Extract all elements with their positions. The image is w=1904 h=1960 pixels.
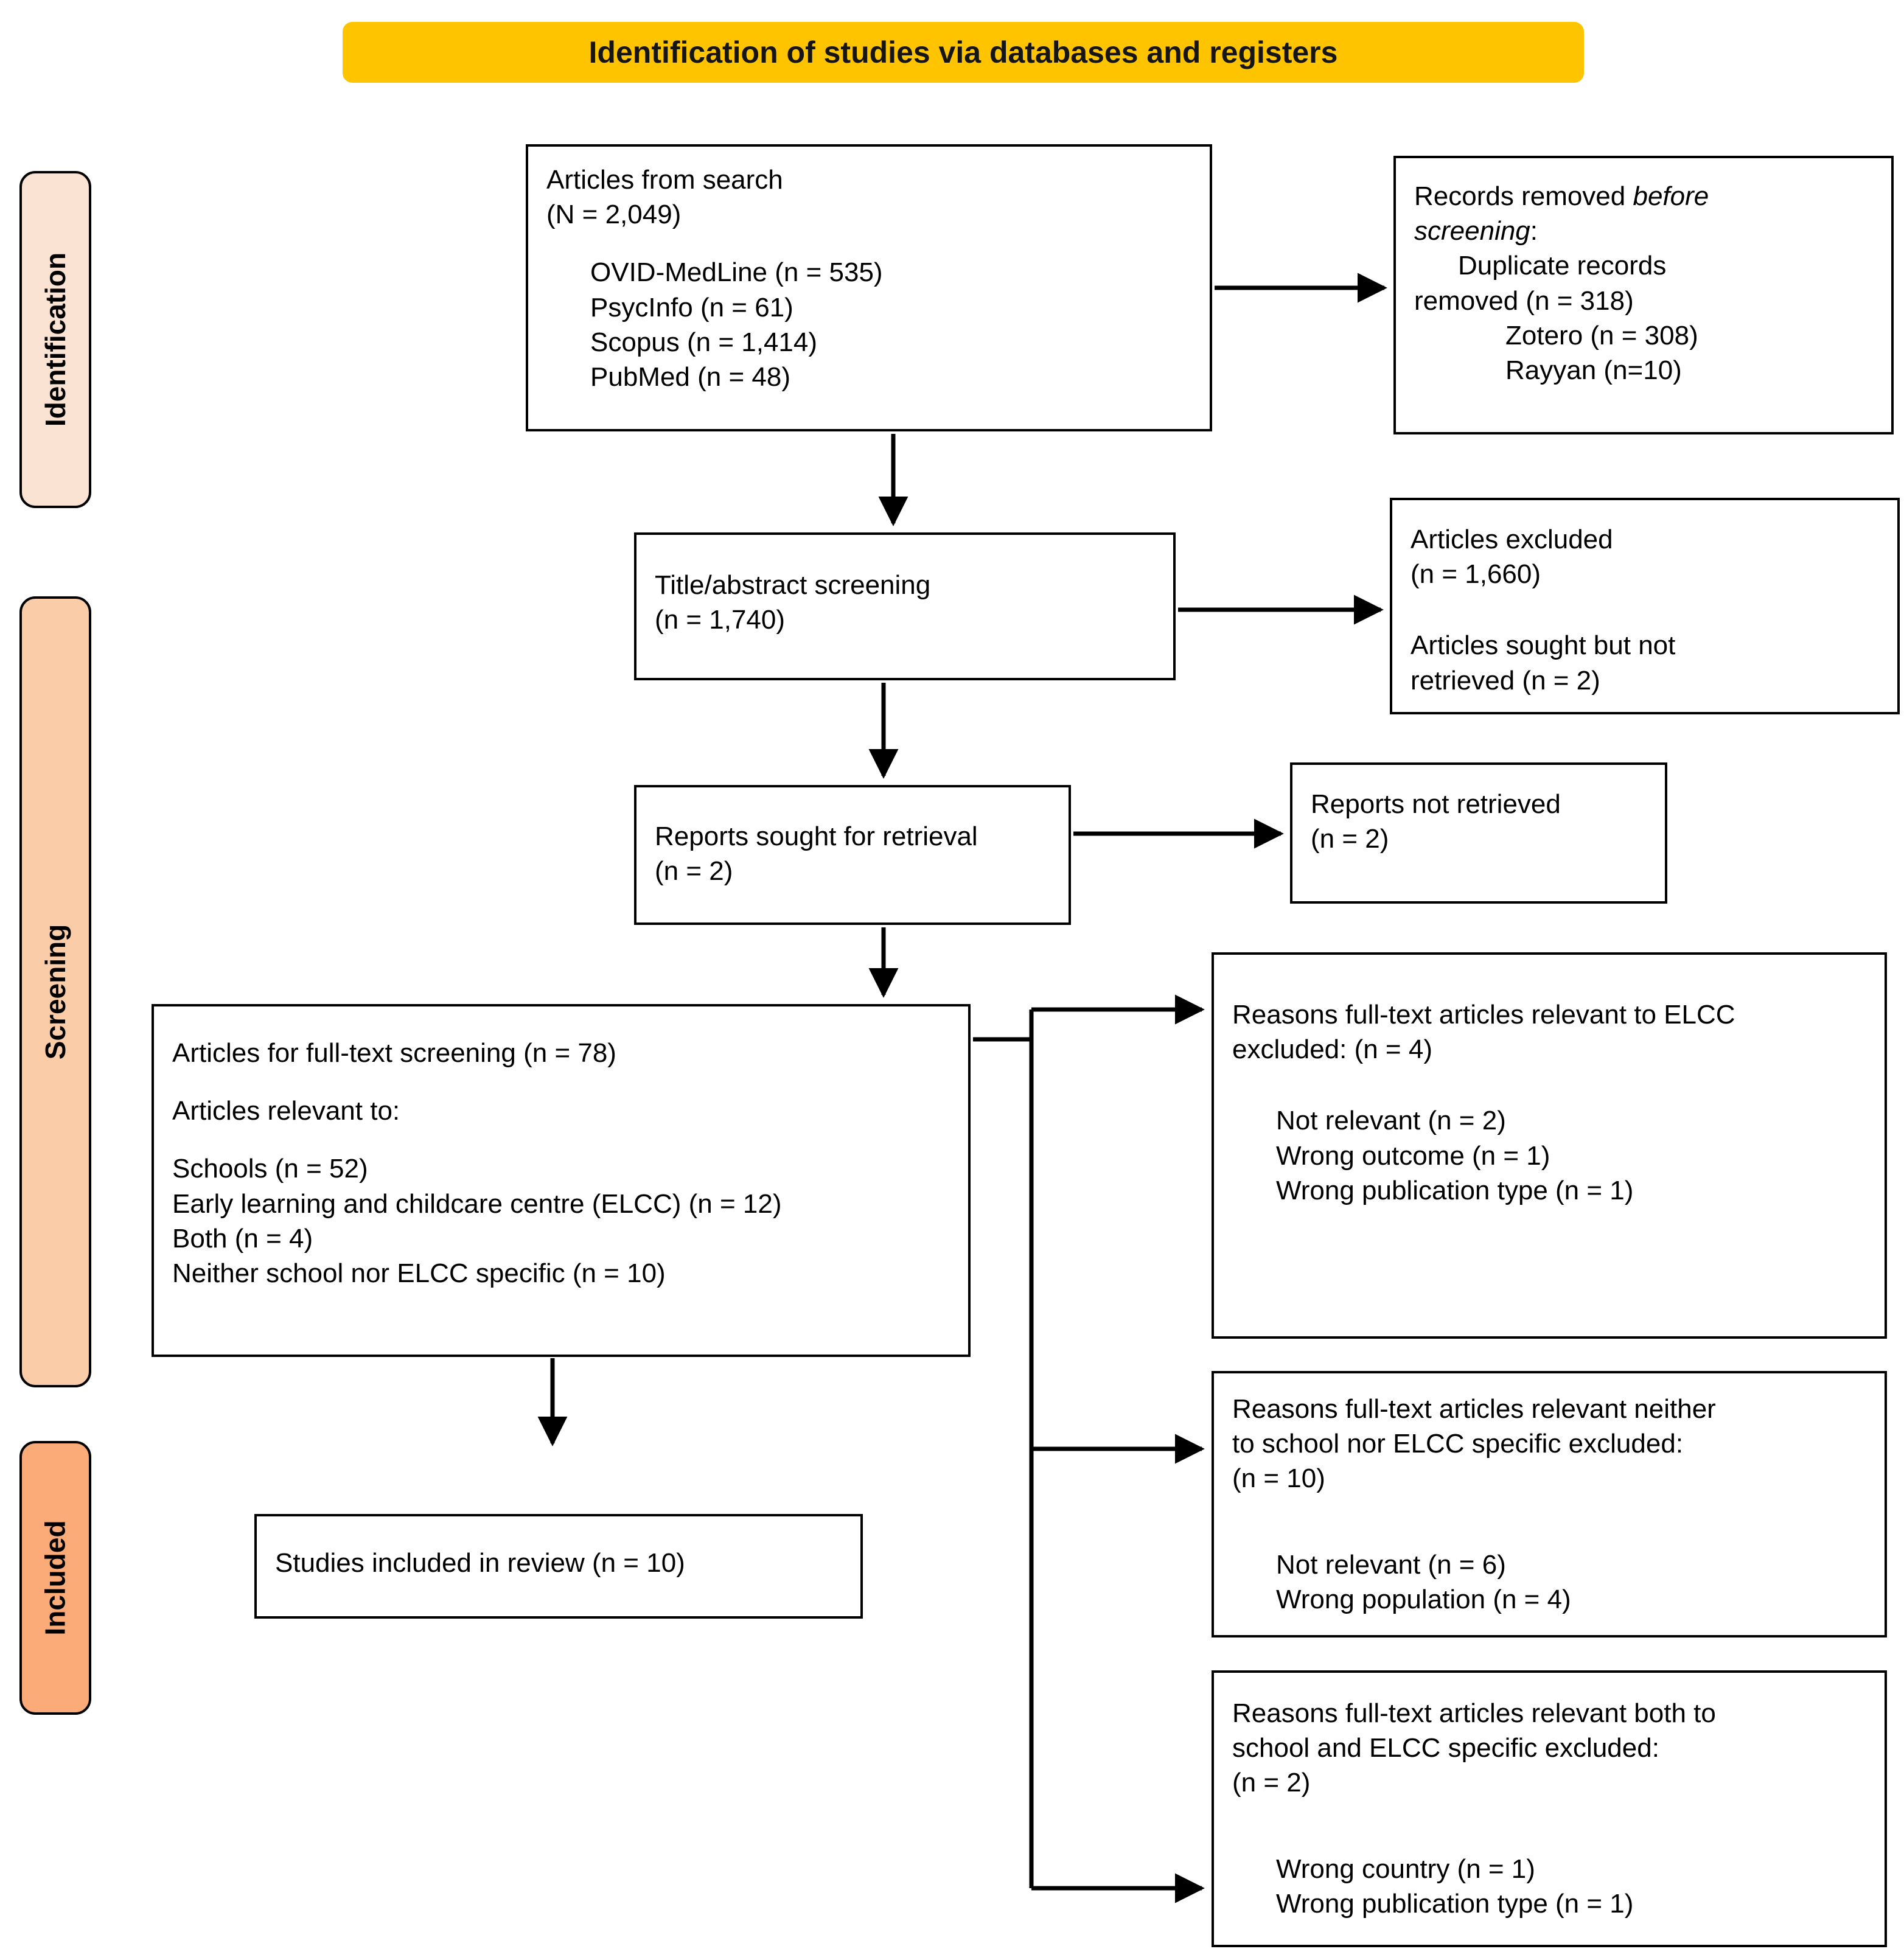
spacer — [172, 1128, 950, 1151]
reports-not-retrieved-label: Reports not retrieved — [1311, 789, 1561, 819]
records-removed-heading-plain: Records removed — [1414, 181, 1633, 211]
records-removed-heading-colon: : — [1530, 216, 1538, 246]
duplicate-rayyan: Rayyan (n=10) — [1505, 355, 1682, 385]
reasons-elcc-wrong-outcome: Wrong outcome (n = 1) — [1276, 1140, 1550, 1171]
reasons-both-heading-line-1: Reasons full-text articles relevant both… — [1232, 1698, 1716, 1728]
reasons-neither-heading-line-2: to school nor ELCC specific excluded: — [1232, 1429, 1684, 1459]
fulltext-screening-title: Articles for full-text screening (n = 78… — [172, 1038, 616, 1068]
box-articles-from-search: Articles from search (N = 2,049) OVID-Me… — [526, 144, 1212, 431]
stage-bar-screening: Screening — [19, 596, 91, 1387]
header-banner: Identification of studies via databases … — [343, 22, 1584, 83]
stage-label-included: Included — [40, 1520, 71, 1636]
reports-sought-count: (n = 2) — [655, 856, 733, 887]
articles-excluded-count: (n = 1,660) — [1411, 559, 1541, 590]
box-records-removed-before-screening: Records removed before screening: Duplic… — [1393, 156, 1894, 434]
records-removed-heading-line2: screening: — [1414, 214, 1873, 248]
articles-sought-not-retrieved-line-1: Articles sought but not — [1411, 630, 1676, 661]
stage-bar-identification: Identification — [19, 171, 91, 508]
reasons-elcc-wrong-publication-type: Wrong publication type (n = 1) — [1276, 1175, 1634, 1205]
records-removed-heading-italic-screening: screening — [1414, 216, 1530, 246]
fulltext-category-schools: Schools (n = 52) — [172, 1154, 368, 1184]
spacer — [1411, 591, 1879, 628]
reasons-elcc-heading-line-2: excluded: (n = 4) — [1232, 1034, 1432, 1065]
source-scopus: Scopus (n = 1,414) — [590, 327, 818, 357]
reasons-both-wrong-publication-type: Wrong publication type (n = 1) — [1276, 1888, 1634, 1919]
reasons-elcc-not-relevant: Not relevant (n = 2) — [1276, 1106, 1506, 1136]
stage-label-identification: Identification — [40, 252, 72, 427]
reasons-both-wrong-country: Wrong country (n = 1) — [1276, 1854, 1535, 1884]
title-abstract-label: Title/abstract screening — [655, 570, 931, 600]
stage-bar-included: Included — [19, 1441, 91, 1715]
articles-sought-not-retrieved-line-2: retrieved (n = 2) — [1411, 665, 1600, 696]
reasons-elcc-heading-line-1: Reasons full-text articles relevant to E… — [1232, 1000, 1735, 1030]
stage-label-screening: Screening — [40, 924, 72, 1060]
box-articles-excluded: Articles excluded (n = 1,660) Articles s… — [1390, 498, 1900, 714]
spacer — [546, 232, 1191, 255]
records-removed-heading: Records removed before — [1414, 179, 1873, 214]
box-reports-not-retrieved: Reports not retrieved (n = 2) — [1290, 762, 1667, 904]
reports-not-retrieved-count: (n = 2) — [1311, 824, 1389, 854]
fulltext-category-neither: Neither school nor ELCC specific (n = 10… — [172, 1258, 666, 1288]
duplicate-zotero: Zotero (n = 308) — [1505, 320, 1698, 350]
source-ovid-medline: OVID-MedLine (n = 535) — [590, 257, 883, 288]
reports-sought-label: Reports sought for retrieval — [655, 821, 978, 851]
duplicate-records-line-1: Duplicate records — [1458, 251, 1667, 281]
box-studies-included-in-review: Studies included in review (n = 10) — [254, 1514, 863, 1619]
title-abstract-count: (n = 1,740) — [655, 605, 786, 635]
reasons-both-heading-line-2: school and ELCC specific excluded: — [1232, 1733, 1659, 1763]
box-reports-sought-for-retrieval: Reports sought for retrieval (n = 2) — [634, 785, 1071, 925]
reasons-neither-not-relevant: Not relevant (n = 6) — [1276, 1549, 1506, 1580]
fulltext-relevant-heading: Articles relevant to: — [172, 1096, 400, 1126]
duplicate-records-line-2: removed (n = 318) — [1414, 285, 1634, 316]
box-title-abstract-screening: Title/abstract screening (n = 1,740) — [634, 532, 1176, 680]
spacer — [1232, 1801, 1866, 1852]
articles-from-search-title: Articles from search — [546, 165, 783, 195]
source-pubmed: PubMed (n = 48) — [590, 361, 790, 392]
box-reasons-neither-school-nor-elcc-excluded: Reasons full-text articles relevant neit… — [1212, 1371, 1887, 1637]
articles-from-search-count: (N = 2,049) — [546, 200, 682, 230]
spacer — [172, 1070, 950, 1093]
fulltext-category-both: Both (n = 4) — [172, 1223, 313, 1254]
reasons-neither-heading-line-3: (n = 10) — [1232, 1463, 1325, 1494]
reasons-neither-wrong-population: Wrong population (n = 4) — [1276, 1584, 1571, 1614]
records-removed-heading-italic-before: before — [1633, 181, 1709, 211]
source-psycinfo: PsycInfo (n = 61) — [590, 292, 793, 323]
header-title: Identification of studies via databases … — [588, 35, 1338, 69]
reasons-neither-heading-line-1: Reasons full-text articles relevant neit… — [1232, 1394, 1716, 1424]
box-reasons-both-school-and-elcc-excluded: Reasons full-text articles relevant both… — [1212, 1670, 1887, 1947]
fulltext-category-elcc: Early learning and childcare centre (ELC… — [172, 1188, 782, 1219]
spacer — [1232, 1496, 1866, 1547]
studies-included-label: Studies included in review (n = 10) — [275, 1548, 685, 1578]
articles-excluded-label: Articles excluded — [1411, 525, 1613, 554]
box-reasons-relevant-to-elcc-excluded: Reasons full-text articles relevant to E… — [1212, 952, 1887, 1339]
box-articles-for-fulltext-screening: Articles for full-text screening (n = 78… — [152, 1004, 971, 1357]
spacer — [1232, 1067, 1866, 1103]
reasons-both-heading-line-3: (n = 2) — [1232, 1768, 1311, 1798]
